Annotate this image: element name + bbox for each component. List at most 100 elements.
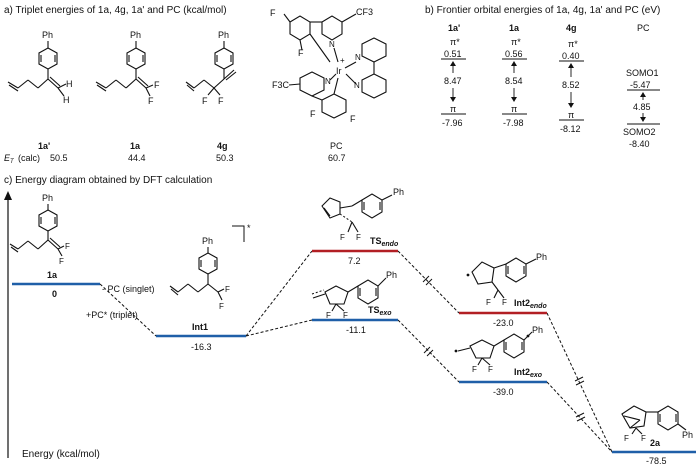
pi-energy: -8.12 bbox=[560, 124, 581, 134]
orbital-column-4g: 4g π* 0.40 8.52 π -8.12 bbox=[559, 23, 584, 134]
orbital-column-pc: PC SOMO1 -5.47 4.85 SOMO2 -8.40 bbox=[623, 23, 660, 149]
atom-ir: Ir bbox=[336, 66, 342, 76]
arrowhead-up bbox=[568, 63, 574, 68]
level-energy-1a: 0 bbox=[52, 289, 57, 299]
atom-n: N bbox=[325, 77, 331, 86]
et-letter: E bbox=[4, 153, 11, 163]
pi-label: π bbox=[568, 110, 574, 120]
atom-n: N bbox=[354, 81, 360, 90]
pi-energy: -7.98 bbox=[503, 118, 524, 128]
atom-f: F bbox=[225, 285, 230, 294]
atom-f3c: F3C bbox=[272, 80, 290, 90]
molecule-pc: F F CF3 N Ir + N N N F3C F F bbox=[270, 7, 387, 124]
level-energy-int2-exo: -39.0 bbox=[493, 387, 514, 397]
step-triplet-label: +PC* (triplet) bbox=[86, 310, 138, 320]
atom-ph: Ph bbox=[386, 270, 397, 280]
gap-value: 8.54 bbox=[505, 76, 523, 86]
atom-ph: Ph bbox=[42, 30, 53, 40]
pistar-label: π* bbox=[450, 37, 460, 47]
energy-axis-arrowhead bbox=[4, 191, 12, 200]
ts-endo-sub: endo bbox=[382, 241, 399, 248]
level-label-1a: 1a bbox=[47, 270, 58, 280]
level-label-2a: 2a bbox=[650, 438, 661, 448]
compound-label-4g: 4g bbox=[217, 141, 228, 151]
excited-bracket bbox=[232, 225, 245, 242]
atom-f: F bbox=[624, 434, 629, 443]
level-energy-ts-endo: 7.2 bbox=[348, 256, 361, 266]
level-label-ts-endo: TSendo bbox=[370, 236, 399, 248]
atom-f: F bbox=[65, 242, 70, 251]
arrowhead-down bbox=[568, 103, 574, 108]
atom-f: F bbox=[218, 96, 224, 106]
structure-ts-endo: Ph F F bbox=[321, 187, 404, 242]
structure-ts-exo: Ph F F bbox=[311, 270, 397, 320]
atom-ph: Ph bbox=[202, 236, 213, 246]
step-singlet-label: - PC (singlet) bbox=[102, 284, 155, 294]
panel-b-title: b) Frontier orbital energies of 1a, 4g, … bbox=[425, 5, 660, 16]
atom-f: F bbox=[641, 434, 646, 443]
somo2-label: SOMO2 bbox=[623, 127, 656, 137]
atom-f: F bbox=[340, 233, 345, 242]
int2-endo-main: Int2 bbox=[514, 298, 530, 308]
panel-a-title: a) Triplet energies of 1a, 4g, 1a' and P… bbox=[4, 5, 227, 16]
atom-f: F bbox=[350, 114, 356, 124]
pi-energy: -7.96 bbox=[442, 118, 463, 128]
level-energy-2a: -78.5 bbox=[646, 456, 667, 466]
int2-endo-sub: endo bbox=[530, 303, 547, 310]
somo1-label: SOMO1 bbox=[626, 68, 659, 78]
somo2-energy: -8.40 bbox=[629, 139, 650, 149]
atom-ph: Ph bbox=[393, 187, 404, 197]
pistar-energy: 0.56 bbox=[505, 49, 523, 59]
arrowhead-up bbox=[450, 61, 456, 66]
ts-exo-sub: exo bbox=[380, 310, 393, 317]
et-value-1a: 44.4 bbox=[128, 153, 146, 163]
orbital-compound-label: 1a' bbox=[448, 23, 460, 33]
atom-ph: Ph bbox=[532, 325, 543, 335]
structure-2a: Ph F F bbox=[621, 405, 693, 443]
atom-ph: Ph bbox=[42, 193, 53, 203]
arrowhead-up bbox=[640, 92, 646, 97]
pi-label: π bbox=[511, 104, 517, 114]
atom-f: F bbox=[502, 298, 507, 307]
atom-n: N bbox=[329, 40, 335, 49]
molecule-1a-prime: Ph H H bbox=[7, 30, 73, 105]
gap-value: 8.47 bbox=[444, 76, 462, 86]
structure-int1: Ph F F bbox=[169, 236, 230, 311]
atom-n: N bbox=[355, 53, 361, 62]
orbital-compound-label: 4g bbox=[566, 23, 577, 33]
et-calc-label: (calc) bbox=[18, 153, 40, 163]
level-label-int1: Int1 bbox=[192, 322, 208, 332]
et-value-1a-prime: 50.5 bbox=[50, 153, 68, 163]
compound-label-1a-prime: 1a' bbox=[38, 141, 50, 151]
atom-ph: Ph bbox=[218, 30, 229, 40]
gap-value: 8.52 bbox=[562, 80, 580, 90]
et-value-pc: 60.7 bbox=[328, 153, 346, 163]
pistar-label: π* bbox=[568, 39, 578, 49]
orbital-compound-label: 1a bbox=[509, 23, 520, 33]
gap-value: 4.85 bbox=[633, 102, 651, 112]
molecule-1a: Ph F F bbox=[95, 30, 160, 106]
arrowhead-down bbox=[640, 117, 646, 122]
atom-ph: Ph bbox=[130, 30, 141, 40]
compound-label-1a: 1a bbox=[130, 141, 141, 151]
structure-1a: Ph F F bbox=[9, 193, 70, 266]
orbital-column-1a-prime: 1a' π* 0.51 8.47 π -7.96 bbox=[441, 23, 466, 128]
pi-label: π bbox=[450, 104, 456, 114]
atom-h: H bbox=[63, 95, 70, 105]
level-label-int2-endo: Int2endo bbox=[514, 298, 547, 310]
et-label: ET bbox=[4, 153, 15, 165]
atom-f: F bbox=[472, 365, 477, 374]
pistar-energy: 0.40 bbox=[562, 51, 580, 61]
excited-star: * bbox=[247, 223, 251, 233]
structure-int2-exo: Ph F F bbox=[454, 325, 543, 374]
compound-label-pc: PC bbox=[330, 141, 343, 151]
somo1-energy: -5.47 bbox=[630, 80, 651, 90]
atom-h: H bbox=[66, 79, 73, 89]
atom-f: F bbox=[310, 109, 316, 119]
atom-f: F bbox=[148, 96, 154, 106]
charge-plus: + bbox=[340, 56, 345, 65]
ts-endo-main: TS bbox=[370, 236, 382, 246]
atom-ph: Ph bbox=[682, 430, 693, 440]
structure-int2-endo: Ph F F bbox=[466, 252, 547, 307]
